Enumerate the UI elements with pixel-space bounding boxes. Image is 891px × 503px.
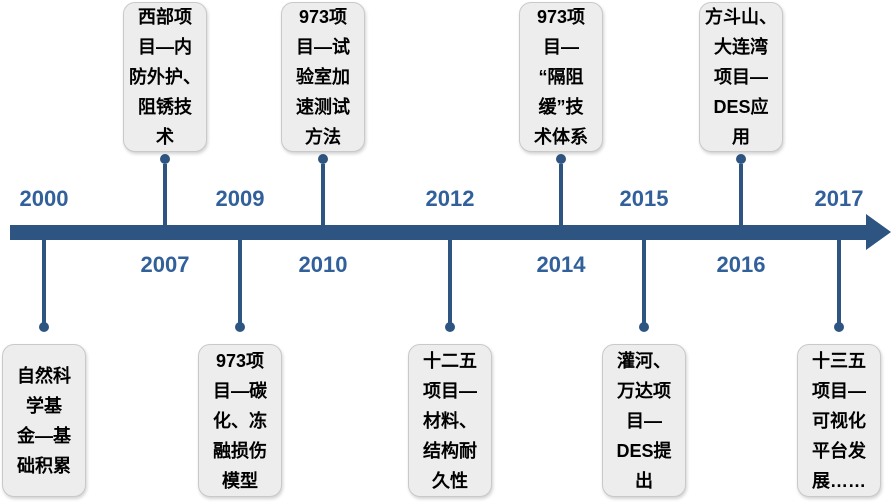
connector-line — [448, 240, 452, 324]
timeline-item-2007: 2007 西部项 目—内 防外护、 阻锈技 术 — [123, 0, 207, 503]
year-label: 2007 — [140, 252, 190, 277]
year-label: 2010 — [298, 252, 348, 277]
connector-dot — [235, 322, 245, 332]
connector-dot — [834, 322, 844, 332]
event-box: 十三五 项目— 可视化 平台发 展…… — [797, 344, 881, 497]
connector-line — [837, 240, 841, 324]
event-box: 973项 目— “隔阻 缓”技 术体系 — [519, 2, 603, 152]
connector-line — [739, 164, 743, 225]
connector-line — [321, 164, 325, 225]
connector-dot — [318, 154, 328, 164]
connector-dot — [160, 154, 170, 164]
connector-line — [238, 240, 242, 324]
connector-line — [42, 240, 46, 324]
connector-dot — [556, 154, 566, 164]
timeline-bar — [10, 225, 868, 240]
event-box: 十二五 项目— 材料、 结构耐 久性 — [408, 344, 492, 497]
year-label: 2014 — [536, 252, 586, 277]
event-box: 西部项 目—内 防外护、 阻锈技 术 — [123, 2, 207, 152]
timeline-item-2015: 2015 灌河、 万达项 目— DES提 出 — [602, 0, 686, 503]
year-label: 2000 — [19, 186, 69, 211]
connector-dot — [639, 322, 649, 332]
timeline-item-2016: 2016 方斗山、 大连湾 项目— DES应 用 — [699, 0, 783, 503]
connector-line — [642, 240, 646, 324]
event-box: 973项 目—碳 化、冻 融损伤 模型 — [198, 344, 282, 497]
timeline-item-2014: 2014 973项 目— “隔阻 缓”技 术体系 — [519, 0, 603, 503]
timeline-item-2017: 2017 十三五 项目— 可视化 平台发 展…… — [797, 0, 881, 503]
year-label: 2016 — [716, 252, 766, 277]
timeline-item-2012: 2012 十二五 项目— 材料、 结构耐 久性 — [408, 0, 492, 503]
timeline-item-2010: 2010 973项 目—试 验室加 速测试 方法 — [281, 0, 365, 503]
year-label: 2012 — [425, 186, 475, 211]
connector-dot — [736, 154, 746, 164]
timeline-arrow-icon — [866, 214, 891, 250]
year-label: 2009 — [215, 186, 265, 211]
event-box: 灌河、 万达项 目— DES提 出 — [602, 344, 686, 497]
event-box: 自然科 学基 金—基 础积累 — [2, 344, 86, 497]
year-label: 2015 — [619, 186, 669, 211]
timeline-item-2000: 2000 自然科 学基 金—基 础积累 — [2, 0, 86, 503]
event-box: 973项 目—试 验室加 速测试 方法 — [281, 2, 365, 152]
connector-line — [559, 164, 563, 225]
timeline-item-2009: 2009 973项 目—碳 化、冻 融损伤 模型 — [198, 0, 282, 503]
connector-line — [163, 164, 167, 225]
year-label: 2017 — [814, 186, 864, 211]
connector-dot — [445, 322, 455, 332]
connector-dot — [39, 322, 49, 332]
event-box: 方斗山、 大连湾 项目— DES应 用 — [699, 2, 783, 152]
